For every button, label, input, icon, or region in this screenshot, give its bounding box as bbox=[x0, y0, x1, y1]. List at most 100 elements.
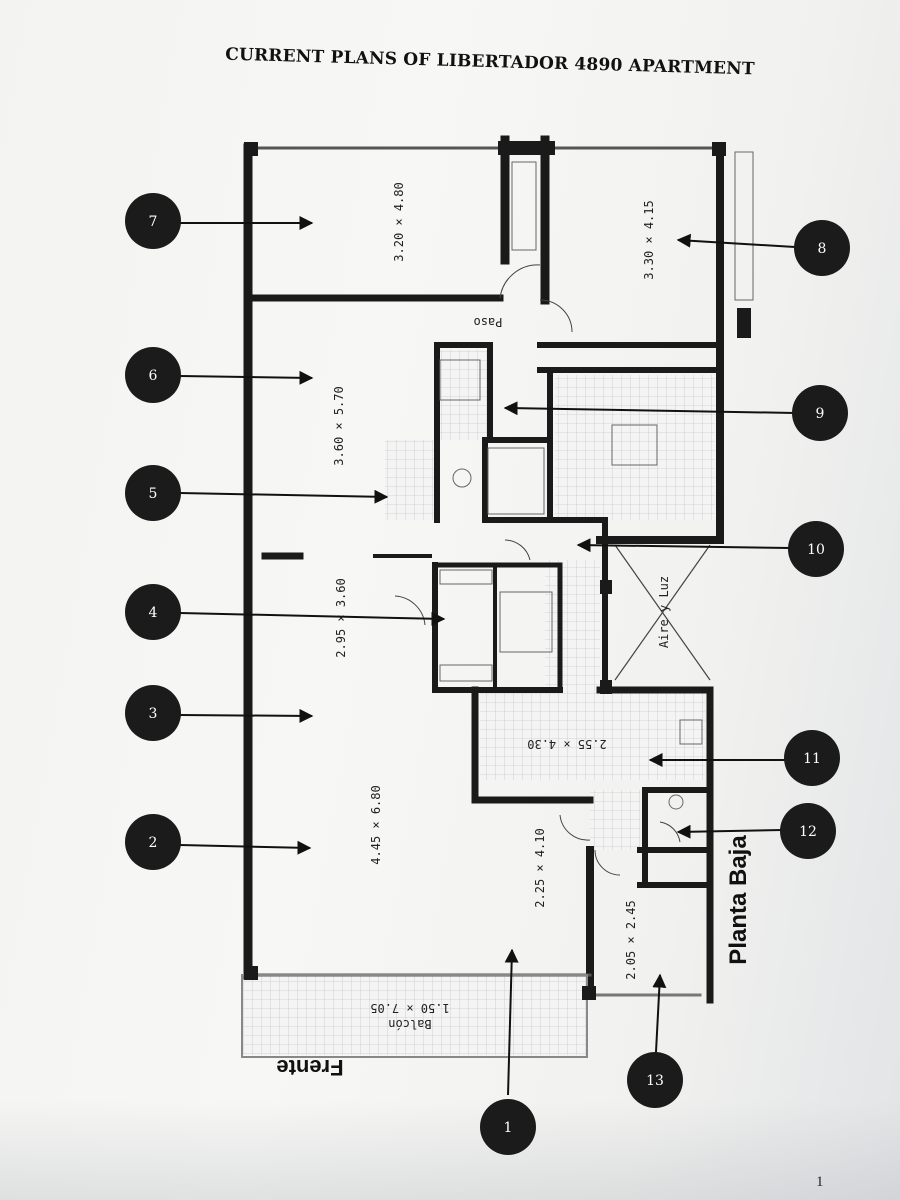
door-bedroom8 bbox=[539, 299, 573, 333]
door-toilet bbox=[394, 595, 426, 626]
balcony-outline bbox=[241, 974, 588, 1058]
wall-toilet-right bbox=[432, 562, 563, 693]
column bbox=[244, 966, 258, 980]
arrow-13 bbox=[652, 973, 667, 1053]
doors bbox=[394, 264, 681, 876]
marker-9: 9 bbox=[792, 385, 848, 441]
dims-room-13: 2.05 × 2.45 bbox=[624, 900, 638, 979]
svg-text:7: 7 bbox=[149, 214, 158, 230]
arrow-6 bbox=[179, 370, 314, 385]
marker-1: 1 bbox=[480, 1099, 536, 1155]
door-bedroom7 bbox=[499, 264, 541, 299]
dims-room-8: 3.30 × 4.15 bbox=[642, 200, 656, 279]
arrow-8 bbox=[676, 233, 796, 248]
svg-text:4: 4 bbox=[149, 605, 158, 621]
window-right bbox=[734, 151, 754, 301]
arrow-4 bbox=[179, 611, 446, 626]
toilet-counter bbox=[439, 664, 493, 682]
wall-bedroom8-bottom bbox=[537, 342, 718, 373]
stair-landing bbox=[611, 424, 658, 466]
column bbox=[244, 142, 258, 156]
window-frames bbox=[439, 151, 754, 810]
marker-12: 12 bbox=[780, 803, 836, 859]
stair-hall bbox=[555, 375, 715, 520]
stove bbox=[679, 719, 703, 745]
wall-right-upper bbox=[596, 144, 724, 544]
svg-text:11: 11 bbox=[803, 751, 821, 767]
room-markers: 7 6 5 4 3 2 8 9 10 11 12 13 1 bbox=[125, 193, 850, 1155]
svg-text:10: 10 bbox=[807, 542, 825, 558]
closet-walls bbox=[500, 135, 550, 305]
floor-label: Planta Baja bbox=[725, 835, 752, 965]
marker-7: 7 bbox=[125, 193, 181, 249]
balcony-floor bbox=[242, 975, 587, 1055]
light-well-label: Aire y Luz bbox=[657, 576, 671, 648]
column bbox=[600, 580, 612, 594]
column bbox=[712, 142, 726, 156]
marker-10: 10 bbox=[788, 521, 844, 577]
dims-room-11: 2.55 × 4.30 bbox=[527, 737, 606, 751]
wall-bath-upper bbox=[434, 342, 493, 523]
bathtub bbox=[439, 359, 481, 401]
door-hall bbox=[504, 539, 531, 561]
light-well bbox=[614, 544, 711, 681]
walls bbox=[243, 135, 724, 1004]
svg-text:1: 1 bbox=[504, 1120, 513, 1136]
svg-text:6: 6 bbox=[149, 368, 158, 384]
door-room1 bbox=[559, 814, 591, 841]
elevator-shaft bbox=[487, 447, 545, 515]
door-room13 bbox=[594, 849, 621, 876]
marker-11: 11 bbox=[784, 730, 840, 786]
balcony-dims: 1.50 × 7.05 bbox=[370, 1001, 449, 1015]
bath-floor bbox=[440, 350, 490, 440]
dims-room-2: 4.45 × 6.80 bbox=[369, 785, 383, 864]
toilet-tank bbox=[439, 569, 493, 585]
dims-room-6: 3.60 × 5.70 bbox=[332, 386, 346, 465]
page-number: 1 bbox=[816, 1174, 824, 1190]
svg-text:2: 2 bbox=[149, 835, 158, 851]
wall-toilet bbox=[432, 562, 563, 693]
marker-5: 5 bbox=[125, 465, 181, 521]
svg-text:9: 9 bbox=[816, 406, 825, 422]
column bbox=[737, 308, 751, 338]
corridor-floor bbox=[545, 560, 600, 690]
kitchen-floor bbox=[480, 690, 705, 780]
closet-interior bbox=[511, 161, 537, 251]
wall-kitchen-right bbox=[596, 686, 714, 1004]
arrow-1 bbox=[504, 948, 519, 1096]
marker-8: 8 bbox=[794, 220, 850, 276]
svg-text:8: 8 bbox=[818, 241, 827, 257]
wall-stair-left bbox=[547, 367, 603, 523]
service-floor bbox=[590, 790, 640, 850]
dims-room-1: 2.25 × 4.10 bbox=[533, 828, 547, 907]
front-label: Frente bbox=[276, 1055, 343, 1080]
svg-text:12: 12 bbox=[799, 824, 817, 840]
leader-arrows bbox=[179, 216, 796, 1096]
svg-text:3: 3 bbox=[149, 706, 158, 722]
sink bbox=[668, 794, 684, 810]
column bbox=[582, 986, 596, 1000]
columns bbox=[244, 142, 751, 1000]
room-labels: 3.20 × 4.80 3.30 × 4.15 3.60 × 5.70 2.95… bbox=[332, 182, 671, 1031]
svg-text:5: 5 bbox=[149, 486, 158, 502]
paper-shadow bbox=[0, 1100, 900, 1200]
marker-3: 3 bbox=[125, 685, 181, 741]
arrow-12 bbox=[676, 824, 783, 839]
arrow-3 bbox=[179, 708, 314, 723]
shower bbox=[499, 591, 553, 653]
door-service bbox=[659, 821, 681, 843]
dims-room-4: 2.95 × 3.60 bbox=[334, 578, 348, 657]
marker-2: 2 bbox=[125, 814, 181, 870]
marker-4: 4 bbox=[125, 584, 181, 640]
wall-service bbox=[637, 787, 708, 888]
wall-kitchen-left bbox=[471, 686, 594, 804]
balcony-name: Balcón bbox=[388, 1017, 431, 1031]
arrow-2 bbox=[179, 840, 312, 855]
arrow-10 bbox=[576, 538, 791, 553]
passage-label: Paso bbox=[474, 315, 503, 329]
marker-6: 6 bbox=[125, 347, 181, 403]
toilet-bowl bbox=[452, 468, 472, 488]
marker-13: 13 bbox=[627, 1052, 683, 1108]
stairs-left bbox=[385, 440, 435, 520]
